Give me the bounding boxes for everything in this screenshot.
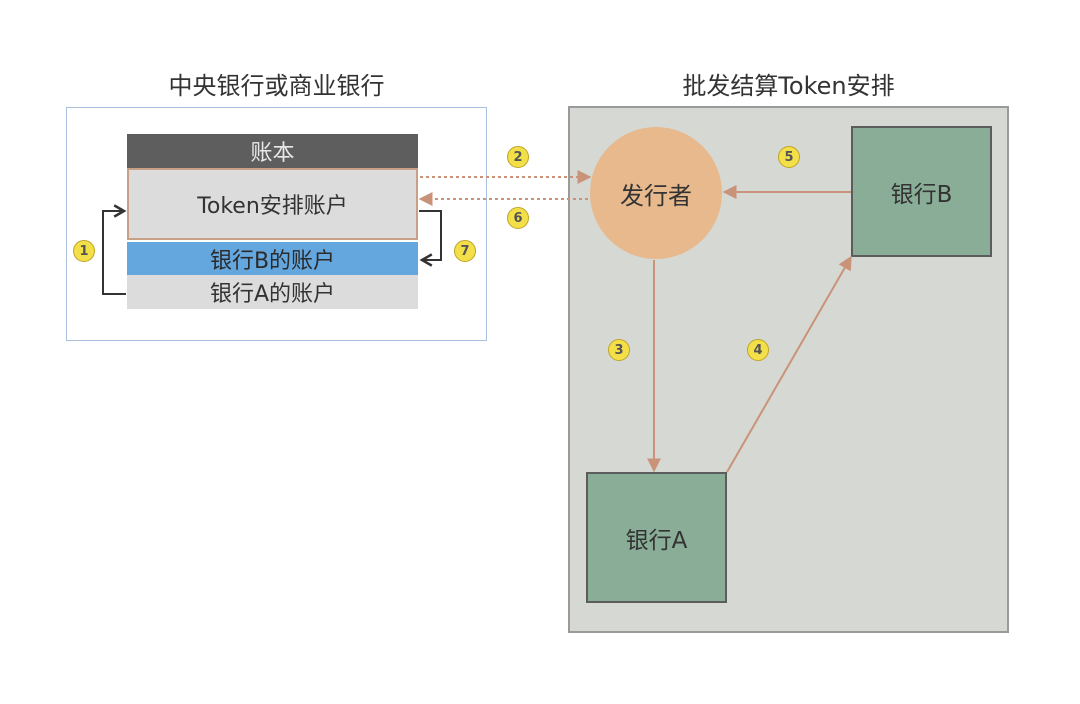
arrow-step-7 xyxy=(419,210,442,267)
bank-b-account: 银行B的账户 xyxy=(127,242,418,275)
bank-a-account: 银行A的账户 xyxy=(127,275,418,309)
bank-a-label: 银行A xyxy=(625,527,688,554)
arrow-step-1 xyxy=(102,204,127,295)
step-badge-2: 2 xyxy=(507,146,529,168)
ledger-header: 账本 xyxy=(127,134,418,168)
bank-b-label: 银行B xyxy=(890,181,953,208)
issuer-node: 发行者 xyxy=(590,127,722,259)
bank-a-node: 银行A xyxy=(586,472,727,603)
left-panel-title: 中央银行或商业银行 xyxy=(168,72,385,100)
token-arrangement-account: Token安排账户 xyxy=(127,168,418,240)
step-badge-6: 6 xyxy=(507,207,529,229)
step-badge-3: 3 xyxy=(608,339,630,361)
step-badge-7: 7 xyxy=(454,240,476,262)
right-panel-title: 批发结算Token安排 xyxy=(682,72,895,100)
arrow-step-4 xyxy=(726,255,852,473)
step-badge-5: 5 xyxy=(778,146,800,168)
step-badge-1: 1 xyxy=(73,240,95,262)
step-badge-4: 4 xyxy=(747,339,769,361)
issuer-label: 发行者 xyxy=(620,181,692,210)
bank-b-node: 银行B xyxy=(851,126,992,257)
